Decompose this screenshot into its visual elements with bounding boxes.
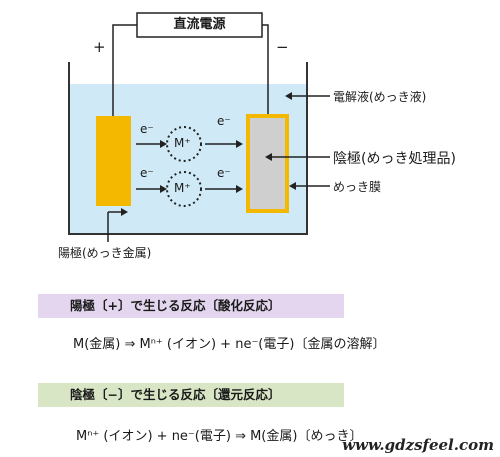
electron-label: e⁻ — [217, 166, 231, 180]
anode — [96, 116, 131, 206]
cathode — [246, 114, 289, 213]
watermark: www.gdzsfeel.com — [342, 436, 494, 454]
wire-positive — [112, 24, 137, 116]
cathode-reaction-equation: Mⁿ⁺ (イオン) + ne⁻(電子) ⇒ M(金属)〔めっき〕 — [76, 429, 363, 444]
electroplating-diagram — [68, 12, 330, 242]
tank — [68, 62, 308, 235]
wire-negative — [262, 24, 269, 116]
anode-label: 陽極(めっき金属) — [58, 246, 152, 260]
metal-ion — [166, 171, 202, 207]
metal-ion — [166, 126, 202, 162]
minus-sign: − — [276, 38, 289, 56]
electron-label: e⁻ — [140, 122, 154, 136]
anode-reaction-equation: M(金属) ⇒ Mⁿ⁺ (イオン) + ne⁻(電子)〔金属の溶解〕 — [73, 337, 386, 352]
ion-label: M⁺ — [174, 181, 191, 195]
electrolyte-label: 電解液(めっき液) — [333, 90, 427, 104]
arrowhead — [236, 140, 243, 148]
electron-label: e⁻ — [217, 114, 231, 128]
anode-reaction-title: 陽極〔+〕で生じる反応〔酸化反応〕 — [38, 294, 344, 318]
ion-label: M⁺ — [174, 136, 191, 150]
electron-label: e⁻ — [140, 166, 154, 180]
cathode-reaction-title: 陰極〔−〕で生じる反応〔還元反応〕 — [38, 383, 344, 407]
arrowhead — [236, 185, 243, 193]
plus-sign: + — [93, 38, 106, 56]
arrowhead — [160, 140, 167, 148]
power-supply-label: 直流電源 — [173, 17, 226, 32]
arrowhead — [121, 208, 128, 216]
arrowhead — [285, 92, 292, 100]
arrowhead — [289, 182, 296, 190]
arrowhead — [265, 153, 272, 161]
power-supply-box — [136, 12, 263, 38]
arrowhead — [160, 185, 167, 193]
plating-film-label: めっき膜 — [333, 180, 382, 194]
cathode-label: 陰極(めっき処理品) — [333, 151, 456, 167]
